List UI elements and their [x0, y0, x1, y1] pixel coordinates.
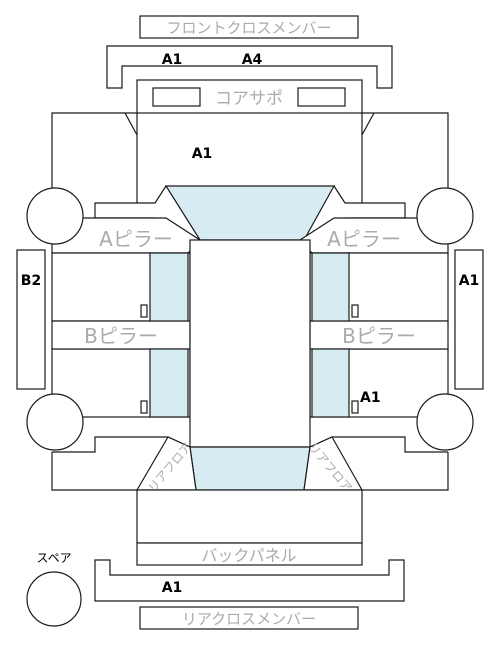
- front-right-wheel: [416, 187, 474, 245]
- windshield: [164, 185, 336, 241]
- left-side-code: B2: [21, 273, 41, 289]
- rear-right-wheel: [416, 393, 474, 451]
- left-side-sill: B2: [16, 249, 46, 390]
- back-panel-label: バックパネル: [201, 546, 296, 565]
- front-member-code-left: A1: [162, 52, 183, 68]
- rear-member-code: A1: [162, 580, 183, 596]
- front-cross-member: フロントクロスメンバー: [139, 15, 359, 39]
- a-pillar-left: Aピラー: [51, 217, 201, 254]
- rear-bumper-bracket: A1: [94, 559, 405, 602]
- b-pillar-left: Bピラー: [51, 320, 191, 350]
- left-front-window: [149, 252, 189, 322]
- spare-label: スペア: [36, 551, 71, 565]
- right-front-door-handle: [351, 304, 359, 318]
- hood-code: A1: [192, 146, 213, 162]
- hood: A1: [136, 113, 363, 204]
- rear-cross-member: リアクロスメンバー: [139, 606, 359, 630]
- right-rear-door-code: A1: [360, 390, 381, 406]
- right-rear-window: [311, 348, 350, 418]
- back-panel: バックパネル: [136, 542, 363, 566]
- rear-left-wheel: [26, 393, 84, 451]
- right-rear-door-handle: [351, 400, 359, 414]
- rear-window: [189, 446, 311, 491]
- right-headlight: [297, 87, 346, 107]
- roof: [189, 239, 311, 448]
- a-pillar-left-label: Aピラー: [99, 227, 173, 251]
- left-headlight: [152, 87, 201, 107]
- a-pillar-right-label: Aピラー: [327, 227, 401, 251]
- rear-pillar-left: リアフロア: [135, 436, 197, 495]
- right-front-window: [311, 252, 350, 322]
- b-pillar-left-label: Bピラー: [84, 324, 158, 348]
- front-cross-member-label: フロントクロスメンバー: [166, 19, 331, 37]
- core-support: コアサポ: [136, 79, 363, 114]
- left-rear-window: [149, 348, 189, 418]
- rear-pillar-right: リアフロア: [303, 436, 364, 495]
- right-side-sill: A1: [454, 249, 484, 390]
- right-side-code: A1: [459, 273, 480, 289]
- front-member-code-right: A4: [242, 52, 263, 68]
- core-support-label: コアサポ: [215, 89, 283, 109]
- left-rear-door-handle: [140, 400, 148, 414]
- rear-cross-member-label: リアクロスメンバー: [182, 610, 316, 628]
- trunk: [136, 489, 363, 544]
- spare-tire: スペア: [26, 551, 82, 627]
- front-bumper-bracket: A1 A4: [106, 45, 393, 89]
- left-front-door-handle: [140, 304, 148, 318]
- b-pillar-right-label: Bピラー: [342, 324, 416, 348]
- front-left-wheel: [26, 187, 84, 245]
- b-pillar-right: Bピラー: [309, 320, 449, 350]
